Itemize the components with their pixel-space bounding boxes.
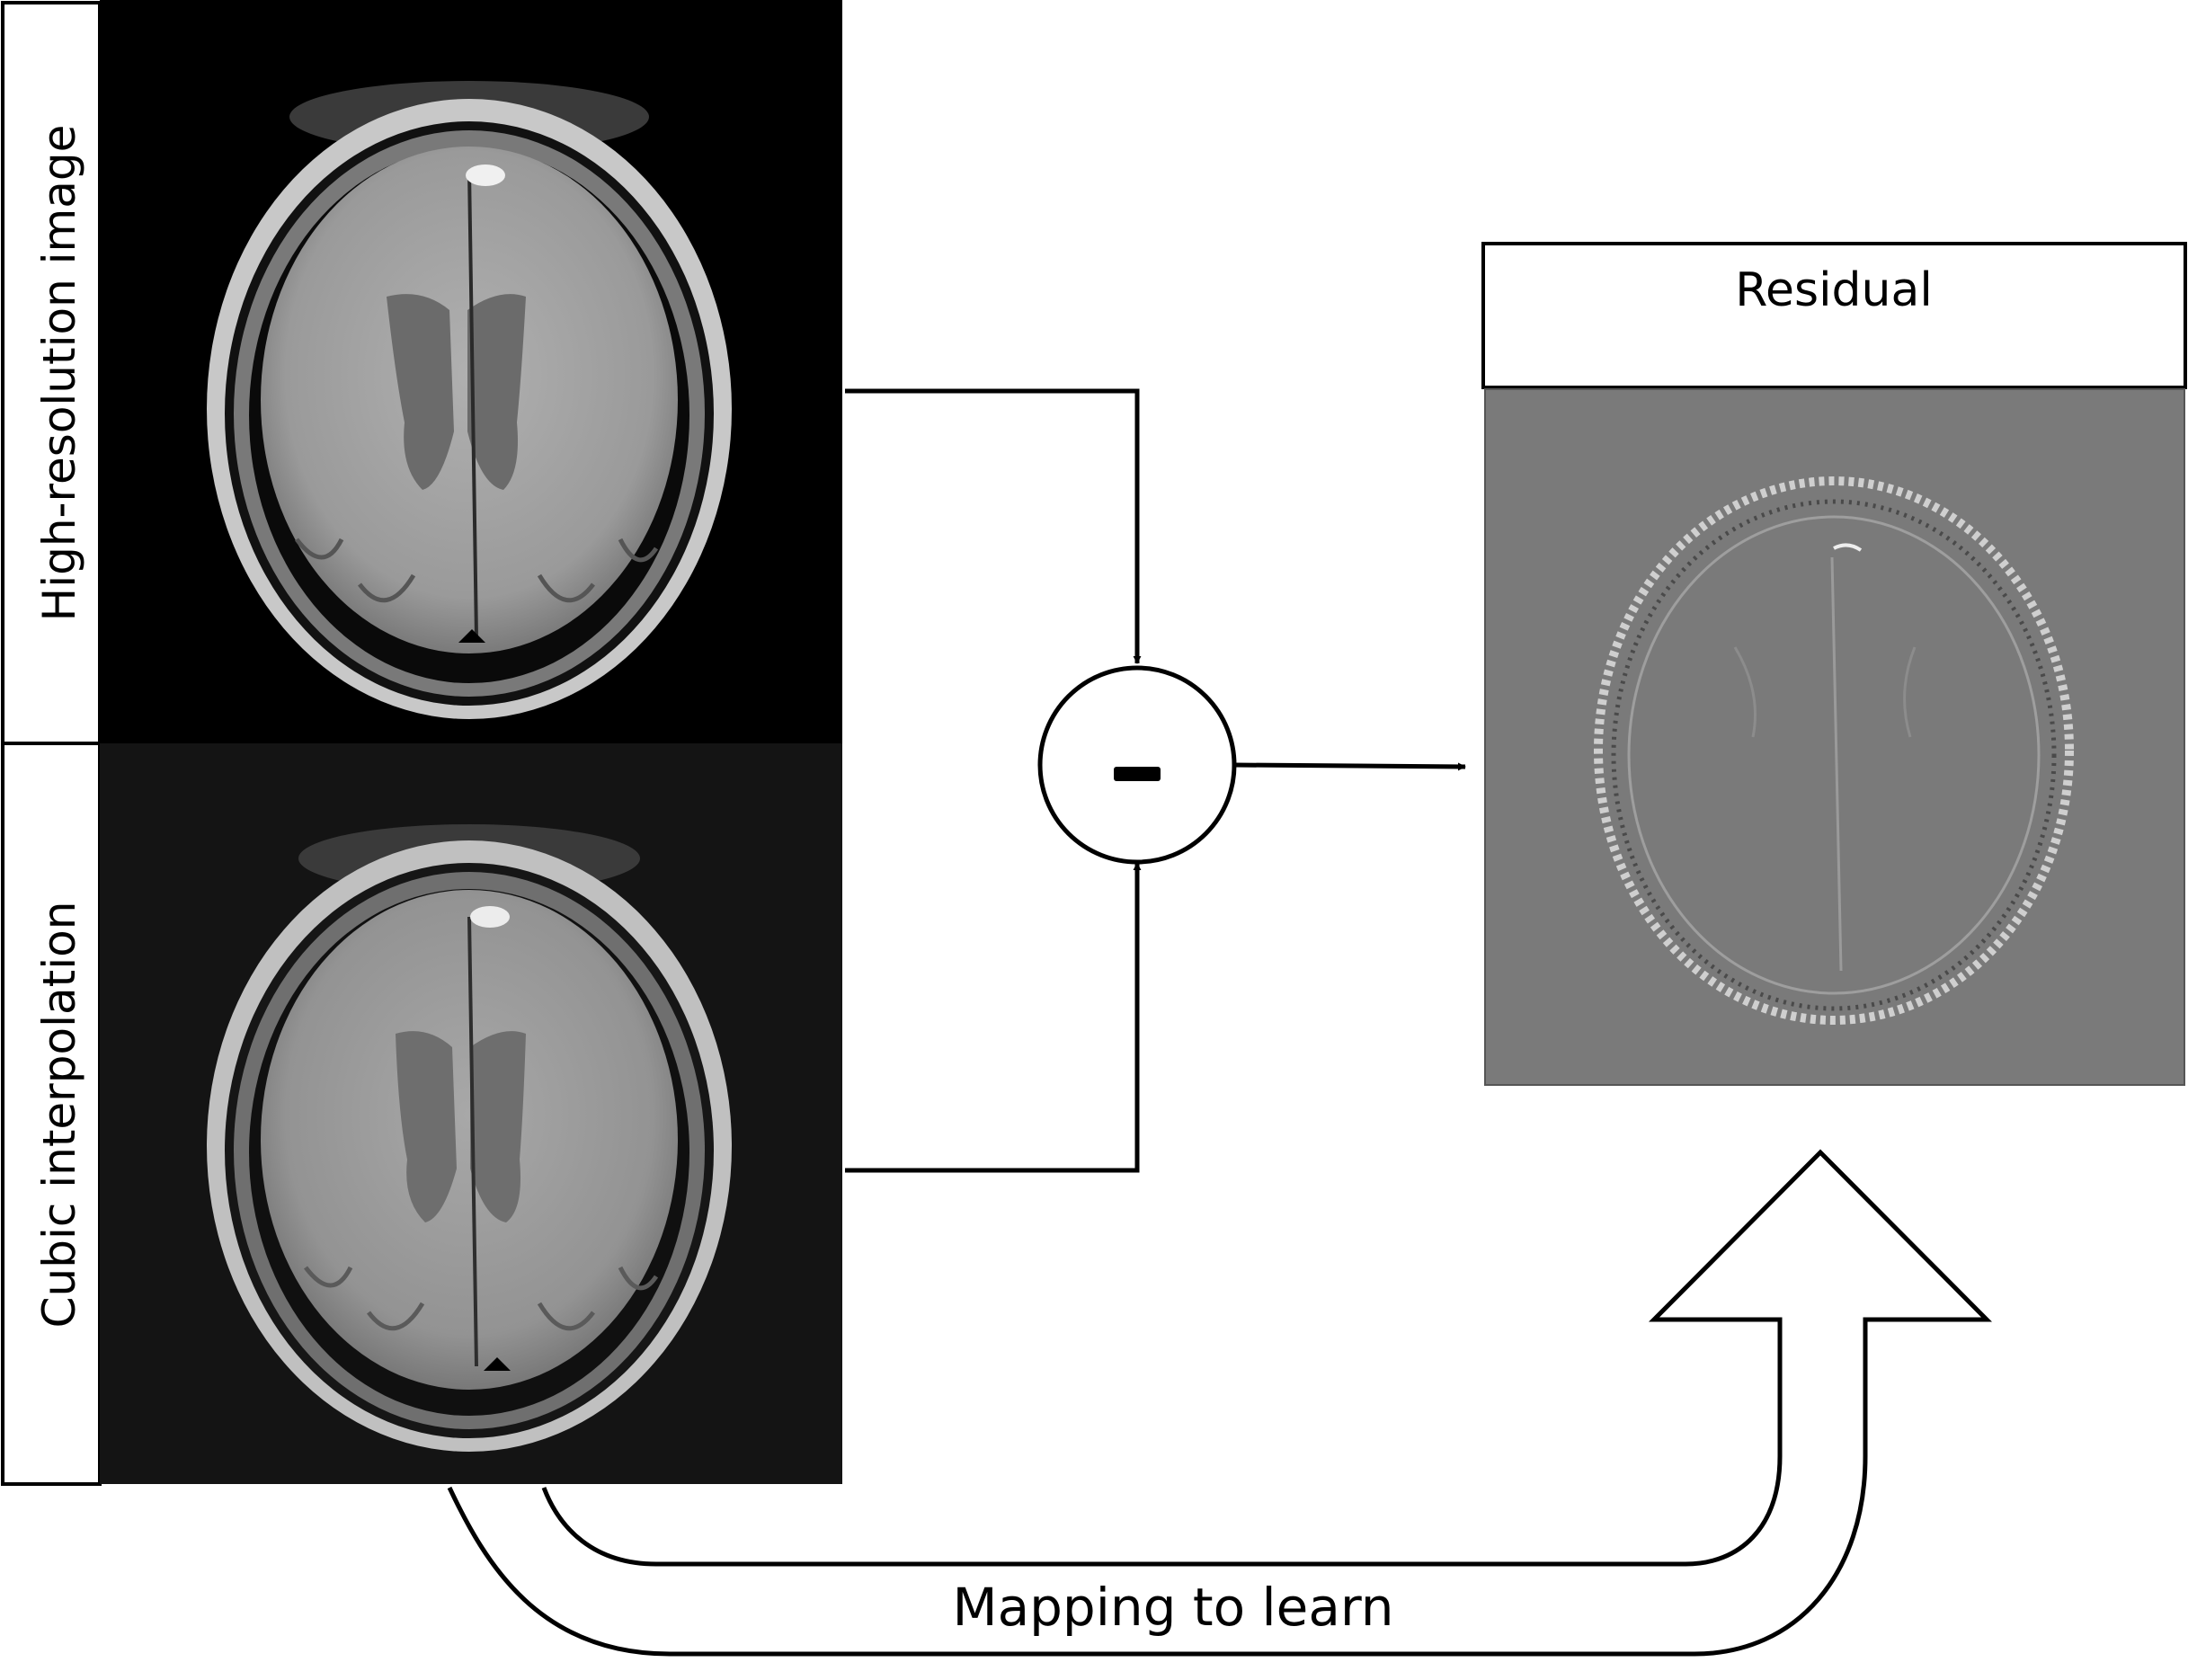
high-resolution-label-box: High-resolution image xyxy=(1,1,102,745)
top-connector xyxy=(845,388,1142,664)
ventricles-interpolated xyxy=(396,1031,526,1222)
cubic-interpolation-label: Cubic interpolation xyxy=(33,902,85,1329)
residual-title: Residual xyxy=(1735,263,1933,317)
residual-image xyxy=(1484,388,2185,1086)
mapping-label: Mapping to learn xyxy=(953,1577,1394,1638)
mapping-arrow xyxy=(447,1149,1993,1657)
brain-tissue-interpolated xyxy=(261,890,678,1390)
residual-title-box: Residual xyxy=(1481,242,2187,389)
high-resolution-label: High-resolution image xyxy=(33,125,85,622)
bottom-connector xyxy=(845,862,1142,1173)
cubic-interpolation-mri-image xyxy=(100,743,842,1484)
ventricles xyxy=(387,294,526,490)
high-resolution-mri-image xyxy=(100,0,842,743)
minus-symbol xyxy=(1114,767,1161,781)
output-connector xyxy=(1233,762,1466,771)
subtraction-node xyxy=(1037,665,1237,865)
cubic-interpolation-label-box: Cubic interpolation xyxy=(1,742,102,1486)
